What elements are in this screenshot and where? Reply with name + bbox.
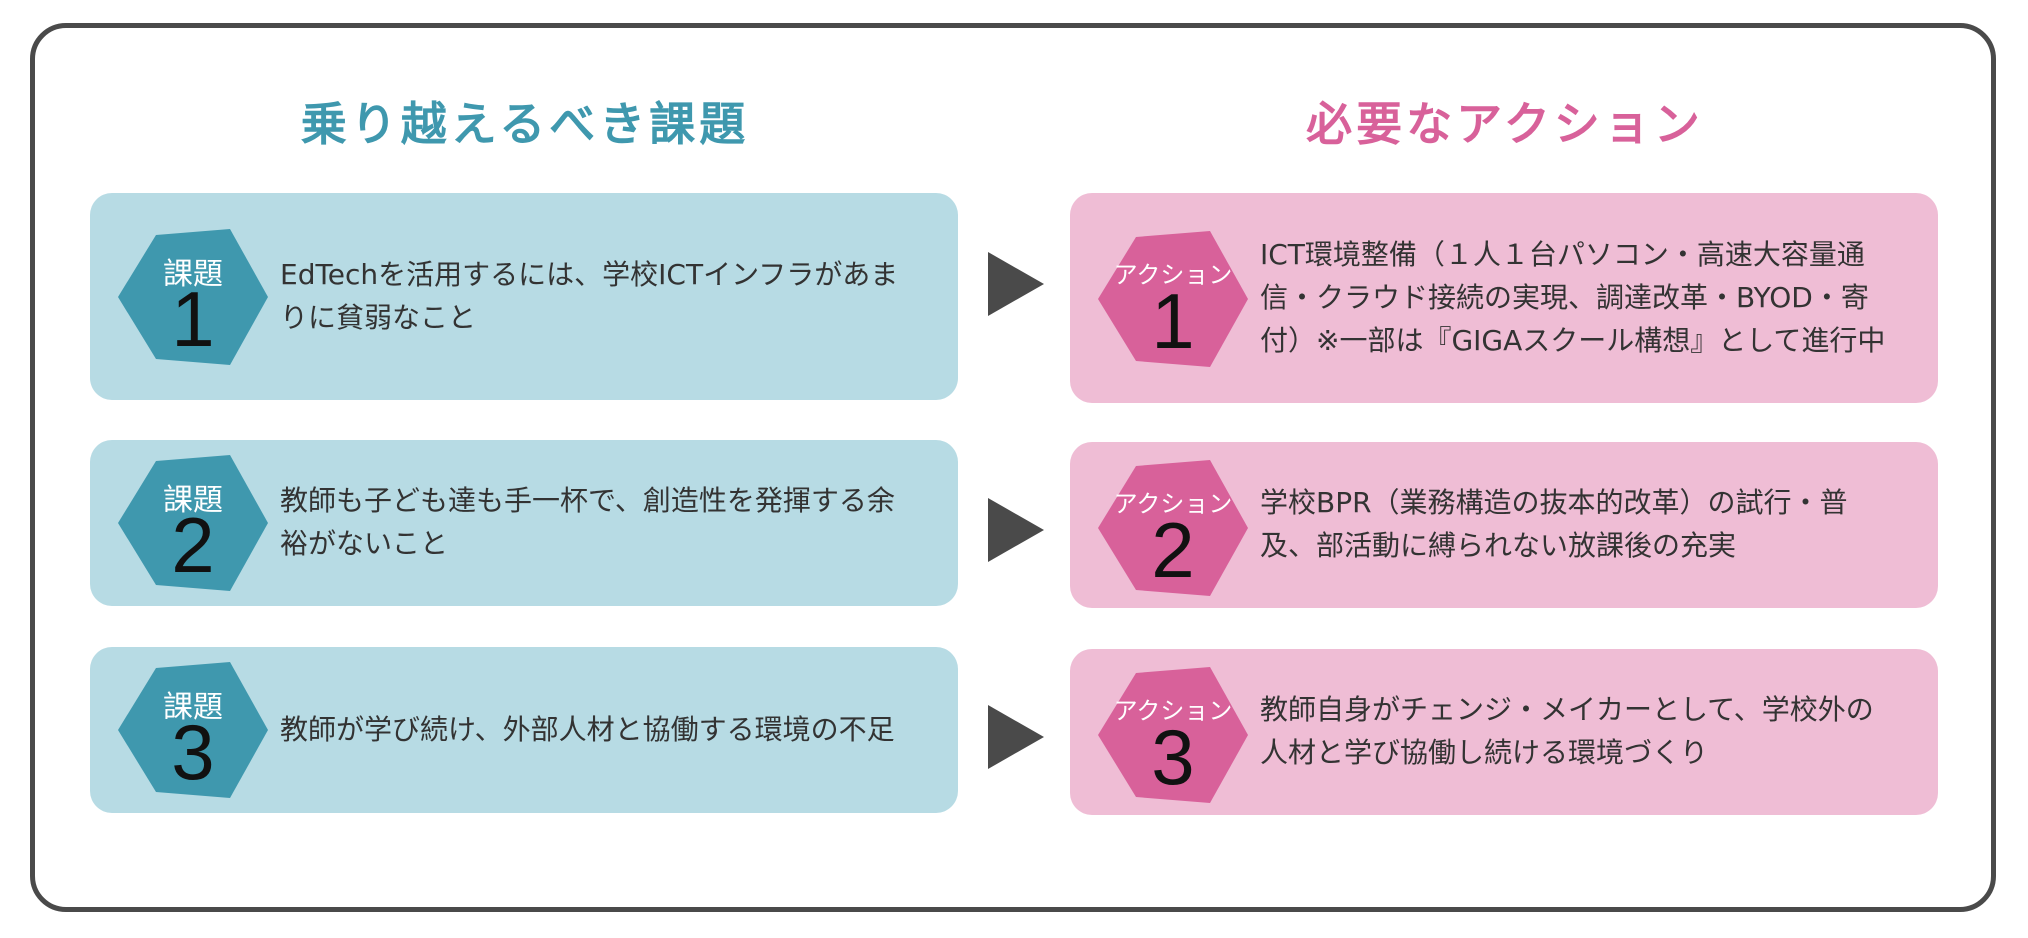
action-card-2: アクション 2 学校BPR（業務構造の抜本的改革）の試行・普及、部活動に縛られな… — [1070, 442, 1938, 608]
action-text-1: ICT環境整備（１人１台パソコン・高速大容量通信・クラウド接続の実現、調達改革・… — [1260, 238, 1886, 357]
action-card-3: アクション 3 教師自身がチェンジ・メイカーとして、学校外の人材と学び協働し続け… — [1070, 649, 1938, 815]
arrow-right-icon-3 — [988, 705, 1044, 769]
action-badge-3: アクション 3 — [1098, 667, 1248, 803]
problem-card-3: 課題 3 教師が学び続け、外部人材と協働する環境の不足 — [90, 647, 958, 813]
hexagon-icon — [1098, 460, 1248, 596]
actions-heading: 必要なアクション — [1306, 97, 1704, 151]
hexagon-icon — [1098, 231, 1248, 367]
action-badge-number: 1 — [1151, 277, 1195, 365]
problem-badge-1: 課題 1 — [118, 229, 268, 365]
problem-badge-2: 課題 2 — [118, 455, 268, 591]
action-text-2: 学校BPR（業務構造の抜本的改革）の試行・普及、部活動に縛られない放課後の充実 — [1260, 486, 1848, 562]
hexagon-icon — [1098, 667, 1248, 803]
action-card-1: アクション 1 ICT環境整備（１人１台パソコン・高速大容量通信・クラウド接続の… — [1070, 193, 1938, 403]
problem-card-1: 課題 1 EdTechを活用するには、学校ICTインフラがあまりに貧弱なこと — [90, 193, 958, 400]
problem-badge-label: 課題 — [163, 257, 223, 292]
problem-badge-number: 3 — [171, 708, 215, 796]
problem-text-3: 教師が学び続け、外部人材と協働する環境の不足 — [280, 713, 895, 746]
action-badge-label: アクション — [1113, 490, 1233, 518]
arrow-right-icon-1 — [988, 252, 1044, 316]
problem-badge-3: 課題 3 — [118, 662, 268, 798]
action-badge-number: 3 — [1151, 713, 1195, 801]
action-badge-label: アクション — [1113, 697, 1233, 725]
hexagon-icon — [118, 662, 268, 798]
problem-card-2: 課題 2 教師も子ども達も手一杯で、創造性を発揮する余裕がないこと — [90, 440, 958, 606]
hexagon-icon — [118, 455, 268, 591]
action-badge-1: アクション 1 — [1098, 231, 1248, 367]
problem-badge-label: 課題 — [163, 483, 223, 518]
action-badge-label: アクション — [1113, 261, 1233, 289]
action-badge-number: 2 — [1151, 506, 1195, 594]
action-badge-2: アクション 2 — [1098, 460, 1248, 596]
problems-heading: 乗り越えるべき課題 — [300, 97, 750, 151]
action-text-3: 教師自身がチェンジ・メイカーとして、学校外の人材と学び協働し続ける環境づくり — [1260, 693, 1874, 769]
problem-text-2: 教師も子ども達も手一杯で、創造性を発揮する余裕がないこと — [280, 484, 895, 560]
problem-badge-number: 1 — [171, 275, 215, 363]
problem-badge-label: 課題 — [163, 690, 223, 725]
problem-badge-number: 2 — [171, 501, 215, 589]
hexagon-icon — [118, 229, 268, 365]
problem-text-1: EdTechを活用するには、学校ICTインフラがあまりに貧弱なこと — [280, 258, 899, 334]
arrow-right-icon-2 — [988, 498, 1044, 562]
